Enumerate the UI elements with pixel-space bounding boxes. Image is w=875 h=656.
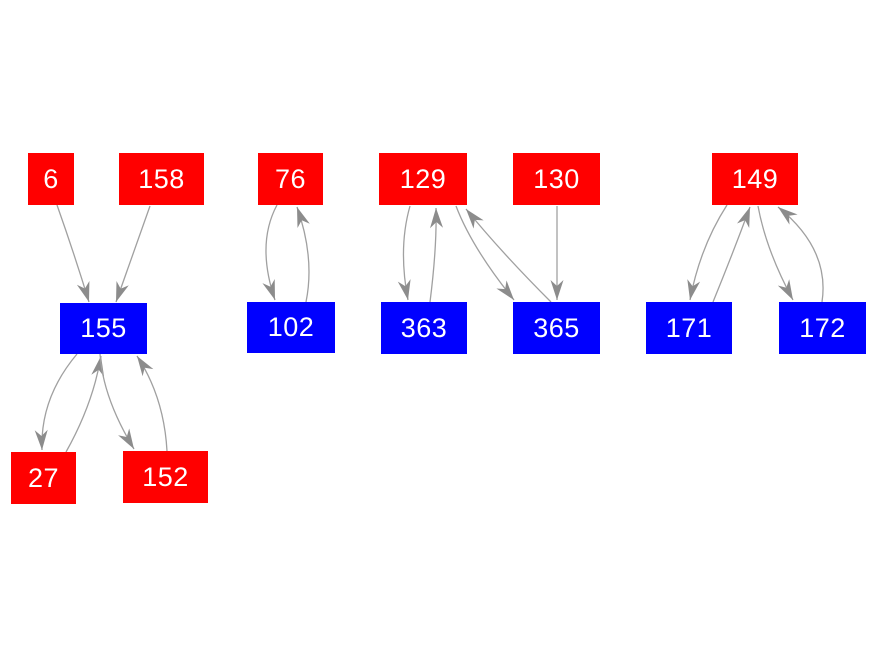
arrowhead-158-to-155 xyxy=(116,281,129,302)
graph-node-363: 363 xyxy=(381,302,467,354)
graph-node-27: 27 xyxy=(11,452,76,504)
arrowhead-363-to-129 xyxy=(430,208,443,229)
arrowhead-149-to-172 xyxy=(777,279,793,300)
graph-node-155: 155 xyxy=(60,303,147,354)
arrowhead-365-to-129 xyxy=(466,209,484,229)
graph-node-76: 76 xyxy=(258,153,323,205)
graph-node-158: 158 xyxy=(119,153,204,205)
arrowhead-155-to-152 xyxy=(118,428,134,449)
arrowhead-102-to-76 xyxy=(297,207,310,228)
arrowhead-152-to-155 xyxy=(137,356,154,377)
graph-node-6: 6 xyxy=(28,153,74,205)
arrowhead-155-to-27 xyxy=(34,429,48,450)
graph-node-152: 152 xyxy=(123,451,208,503)
graph-node-129: 129 xyxy=(379,153,467,205)
graph-node-171: 171 xyxy=(646,302,732,354)
arrowhead-6-to-155 xyxy=(76,281,90,302)
arrowhead-129-to-365 xyxy=(496,280,514,300)
arrowhead-171-to-149 xyxy=(737,207,750,228)
graph-node-149: 149 xyxy=(712,153,798,205)
graph-node-172: 172 xyxy=(779,302,866,354)
arrowhead-130-to-365 xyxy=(550,280,564,300)
arrowhead-172-to-149 xyxy=(778,207,798,225)
arrowhead-76-to-102 xyxy=(262,279,275,300)
graph-node-365: 365 xyxy=(513,302,600,354)
graph-node-102: 102 xyxy=(247,302,335,353)
graph-node-130: 130 xyxy=(513,153,600,205)
arrowhead-129-to-363 xyxy=(397,279,411,300)
arrowhead-149-to-171 xyxy=(687,279,701,300)
